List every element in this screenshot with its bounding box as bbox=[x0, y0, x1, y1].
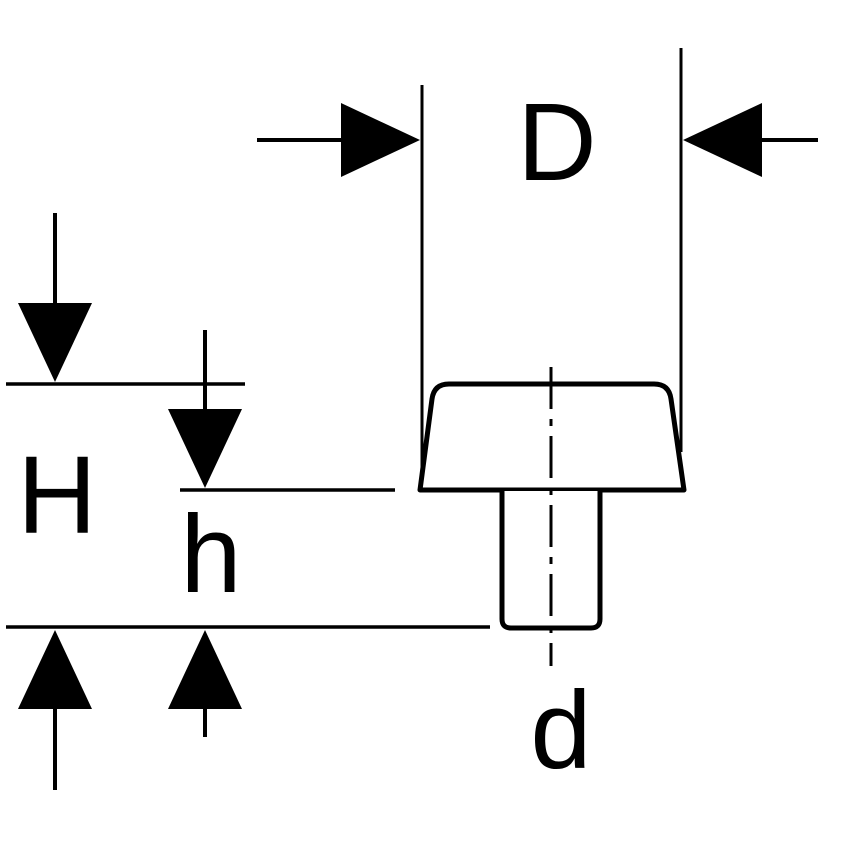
arrowhead-down-icon bbox=[18, 303, 92, 382]
label-diameter-stem: d bbox=[530, 669, 591, 792]
arrowhead-up-icon bbox=[18, 630, 92, 709]
label-height-total: H bbox=[17, 434, 96, 557]
arrowhead-right-icon bbox=[341, 103, 420, 177]
label-diameter-outer: D bbox=[517, 81, 596, 204]
arrowhead-down-icon bbox=[168, 409, 242, 488]
arrowhead-left-icon bbox=[683, 103, 762, 177]
label-height-head: h bbox=[180, 493, 241, 616]
arrowhead-up-icon bbox=[168, 630, 242, 709]
